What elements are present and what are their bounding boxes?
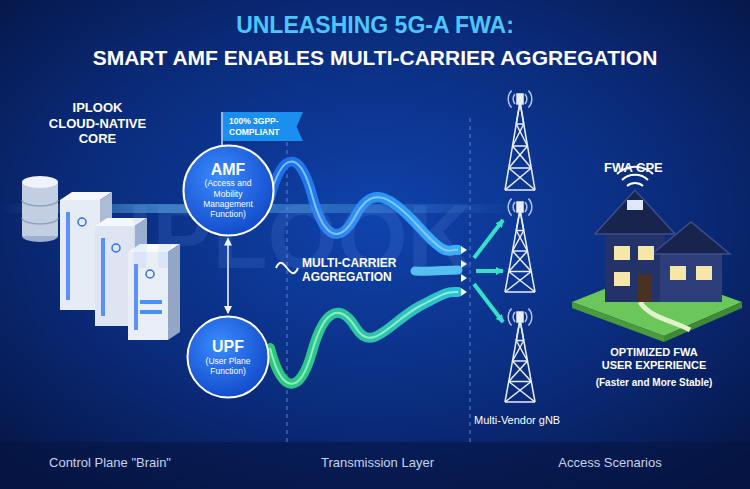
subtitle: SMART AMF ENABLES MULTI-CARRIER AGGREGAT… bbox=[0, 45, 750, 70]
watermark: IPLOOK bbox=[90, 192, 510, 282]
circle-shape bbox=[183, 145, 273, 235]
flag-text-line: 100% 3GPP-COMPLIANT bbox=[229, 116, 291, 137]
function-name: AMF bbox=[196, 161, 260, 179]
circle-shape bbox=[188, 317, 269, 398]
title: UNLEASHING 5G-A FWA: bbox=[0, 12, 750, 40]
function-description: (Access and Mobility Management Function… bbox=[196, 178, 260, 219]
circle-text: UPF(User Plane Function) bbox=[196, 338, 260, 376]
experience-label: OPTIMIZED FWA USER EXPERIENCE bbox=[595, 346, 713, 372]
experience-note: (Faster and More Stable) bbox=[564, 377, 744, 389]
aggregation-label: MULTI-CARRIER AGGREGATION bbox=[302, 256, 420, 285]
layer-caption: Access Scenarios bbox=[510, 455, 710, 471]
core-label: IPLOOK CLOUD-NATIVE CORE bbox=[47, 100, 148, 147]
layer-caption: Transmission Layer bbox=[285, 455, 470, 471]
function-circle: AMF(Access and Mobility Management Funct… bbox=[182, 144, 275, 237]
gnb-label: Multi-Vendor gNB bbox=[474, 414, 594, 427]
function-description: (User Plane Function) bbox=[196, 356, 260, 376]
layer-caption: Control Plane "Brain" bbox=[10, 455, 210, 471]
flag-text: 100% 3GPP-COMPLIANT bbox=[229, 116, 291, 137]
function-name: UPF bbox=[196, 338, 260, 356]
cpe-label: FWA CPE bbox=[604, 160, 694, 176]
function-circle: UPF(User Plane Function) bbox=[186, 315, 270, 399]
compliance-flag: 100% 3GPP-COMPLIANT bbox=[223, 112, 303, 141]
circle-text: AMF(Access and Mobility Management Funct… bbox=[196, 161, 260, 219]
